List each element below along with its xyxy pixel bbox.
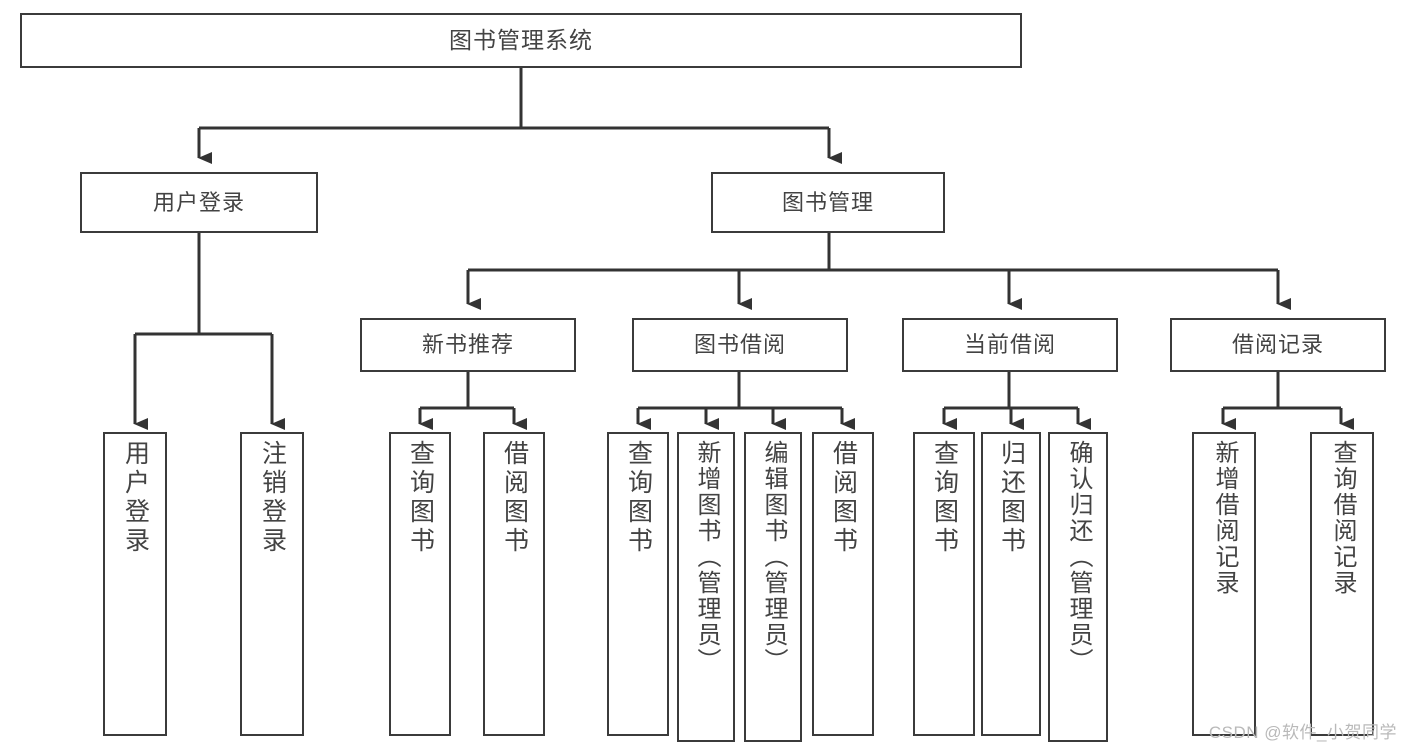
node-leaf-add-record[interactable]: 新增借阅记录 (1192, 432, 1256, 736)
node-book-manage[interactable]: 图书管理 (711, 172, 945, 233)
node-leaf-query-record[interactable]: 查询借阅记录 (1310, 432, 1374, 736)
node-leaf-borrow-book-2-label: 借阅图书 (829, 440, 858, 556)
node-leaf-logout[interactable]: 注销登录 (240, 432, 304, 736)
node-leaf-add-book[interactable]: 新增图书（管理员） (677, 432, 735, 742)
node-leaf-return-book-label: 归还图书 (997, 440, 1026, 556)
node-root-label: 图书管理系统 (449, 26, 593, 53)
node-leaf-user-login-label: 用户登录 (121, 440, 150, 556)
node-leaf-borrow-book-1[interactable]: 借阅图书 (483, 432, 545, 736)
node-book-borrow-label: 图书借阅 (693, 332, 786, 358)
node-leaf-query-book-1[interactable]: 查询图书 (389, 432, 451, 736)
node-leaf-confirm-return-label: 确认归还（管理员） (1065, 440, 1092, 674)
node-borrow-record[interactable]: 借阅记录 (1170, 318, 1386, 372)
node-leaf-query-book-2[interactable]: 查询图书 (607, 432, 669, 736)
node-current-borrow-label: 当前借阅 (963, 332, 1056, 358)
node-leaf-borrow-book-1-label: 借阅图书 (500, 440, 529, 556)
node-leaf-user-login[interactable]: 用户登录 (103, 432, 167, 736)
node-leaf-query-book-3[interactable]: 查询图书 (913, 432, 975, 736)
node-new-book-rec-label: 新书推荐 (421, 332, 514, 358)
node-new-book-rec[interactable]: 新书推荐 (360, 318, 576, 372)
node-leaf-query-book-1-label: 查询图书 (406, 440, 435, 556)
node-leaf-query-record-label: 查询借阅记录 (1329, 440, 1356, 596)
node-user-login[interactable]: 用户登录 (80, 172, 318, 233)
node-leaf-logout-label: 注销登录 (258, 440, 287, 556)
node-borrow-record-label: 借阅记录 (1231, 332, 1324, 358)
node-leaf-edit-book[interactable]: 编辑图书（管理员） (744, 432, 802, 742)
node-book-manage-label: 图书管理 (781, 189, 874, 215)
node-leaf-query-book-2-label: 查询图书 (624, 440, 653, 556)
node-leaf-query-book-3-label: 查询图书 (930, 440, 959, 556)
node-leaf-add-book-label: 新增图书（管理员） (693, 440, 720, 674)
node-leaf-borrow-book-2[interactable]: 借阅图书 (812, 432, 874, 736)
node-book-borrow[interactable]: 图书借阅 (632, 318, 848, 372)
node-leaf-edit-book-label: 编辑图书（管理员） (760, 440, 787, 674)
node-leaf-confirm-return[interactable]: 确认归还（管理员） (1048, 432, 1108, 742)
node-user-login-label: 用户登录 (152, 189, 245, 215)
node-leaf-add-record-label: 新增借阅记录 (1211, 440, 1238, 596)
node-root[interactable]: 图书管理系统 (20, 13, 1022, 68)
node-current-borrow[interactable]: 当前借阅 (902, 318, 1118, 372)
watermark: CSDN @软件_小贺同学 (1208, 723, 1397, 742)
node-leaf-return-book[interactable]: 归还图书 (981, 432, 1041, 736)
